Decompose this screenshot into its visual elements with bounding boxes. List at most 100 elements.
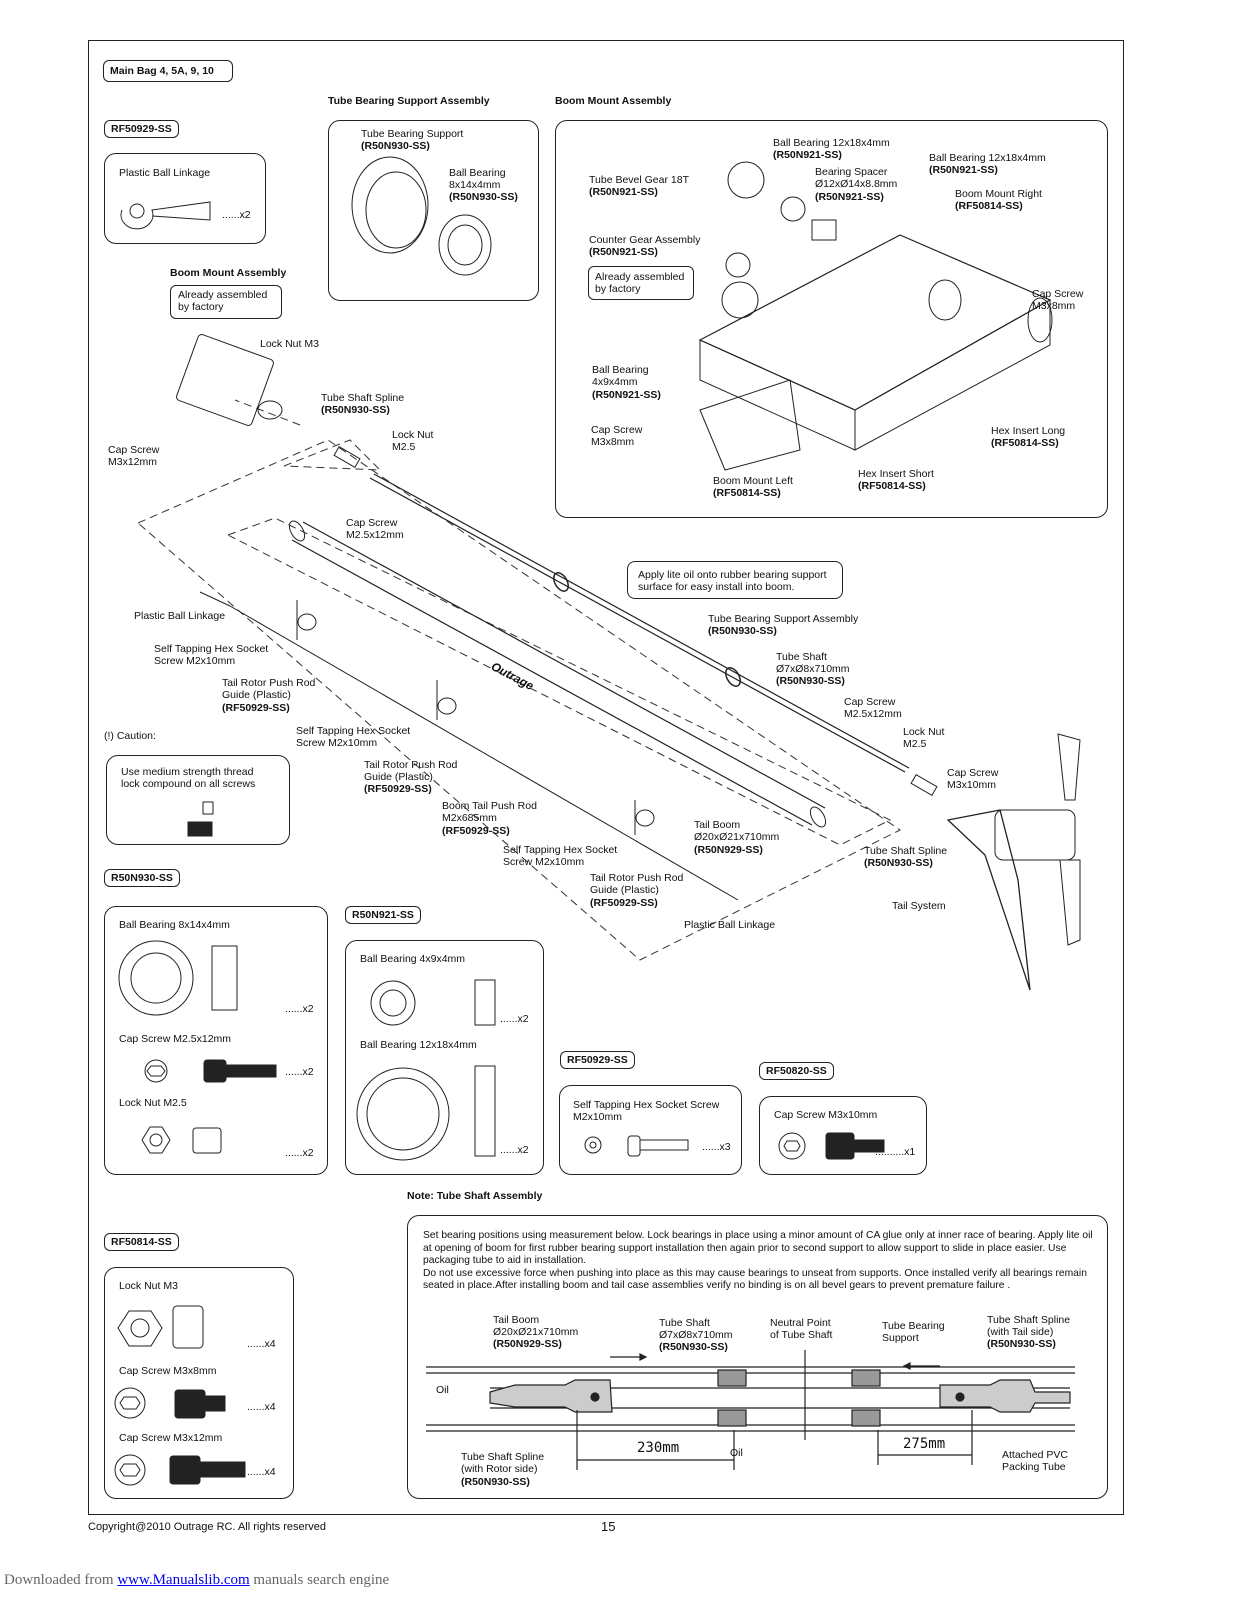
- part-code-rf50820: RF50820-SS: [759, 1062, 834, 1080]
- tube-shaft-spline-code: (R50N930-SS): [321, 404, 390, 416]
- tube-bearing-section-title: Tube Bearing Support Assembly: [328, 95, 490, 107]
- tail-boom-label: Tail Boom Ø20xØ21x710mm: [694, 819, 780, 843]
- bb-12x18-code-2: (R50N921-SS): [929, 164, 998, 176]
- rf50814-nut-qty: ......x4: [247, 1338, 276, 1350]
- note-pvc: Attached PVC Packing Tube: [1002, 1449, 1068, 1473]
- boom-mount-left-code: (RF50814-SS): [713, 487, 781, 499]
- note-tube-bearing-support: Tube Bearing Support: [882, 1320, 945, 1344]
- push-rod-guide-3-code: (RF50929-SS): [590, 897, 658, 909]
- bb-12x18-label-2: Ball Bearing 12x18x4mm: [929, 152, 1046, 164]
- note-oil-1: Oil: [436, 1384, 449, 1396]
- download-prefix: Downloaded from: [4, 1572, 118, 1588]
- push-rod-guide-3: Tail Rotor Push Rod Guide (Plastic): [590, 872, 684, 896]
- boom-tail-push-rod-code: (RF50929-SS): [442, 825, 510, 837]
- note-tail-boom-code: (R50N929-SS): [493, 1338, 562, 1350]
- tube-shaft-spline-label: Tube Shaft Spline: [321, 392, 405, 404]
- plastic-ball-linkage-1: Plastic Ball Linkage: [134, 610, 226, 622]
- boom-mount-right-label: Boom Mount Right: [955, 188, 1042, 200]
- note-spline-tail-code: (R50N930-SS): [987, 1338, 1056, 1350]
- r50n921-bb2-qty: ......x2: [500, 1144, 529, 1156]
- part-code-rf50929: RF50929-SS: [104, 120, 179, 138]
- note-title: Note: Tube Shaft Assembly: [407, 1190, 543, 1202]
- page-frame: [88, 40, 1124, 1515]
- tube-shaft-label: Tube Shaft Ø7xØ8x710mm: [776, 651, 850, 675]
- lock-nut-m3-label: Lock Nut M3: [260, 338, 319, 350]
- note-text: Set bearing positions using measurement …: [423, 1230, 1093, 1292]
- cap-screw-m3x8-left: Cap Screw M3x8mm: [591, 424, 643, 448]
- r50n921-parts-box: [345, 940, 544, 1175]
- push-rod-guide-2: Tail Rotor Push Rod Guide (Plastic): [364, 759, 458, 783]
- plastic-ball-linkage-label: Plastic Ball Linkage: [119, 167, 211, 179]
- lock-nut-m25-label: Lock Nut M2.5: [392, 429, 434, 453]
- tube-bearing-support-assembly-code: (R50N930-SS): [708, 625, 777, 637]
- already-assembled-box-left: [170, 285, 282, 319]
- plastic-ball-linkage-qty: ......x2: [222, 209, 251, 221]
- note-spline-tail: Tube Shaft Spline (with Tail side): [987, 1314, 1071, 1338]
- tube-bevel-gear-code: (R50N921-SS): [589, 186, 658, 198]
- copyright: Copyright@2010 Outrage RC. All rights re…: [88, 1521, 326, 1533]
- tube-bearing-support-box: [328, 120, 539, 301]
- tail-boom-code: (R50N929-SS): [694, 844, 763, 856]
- hex-insert-short-code: (RF50814-SS): [858, 480, 926, 492]
- rf50814-nut-label: Lock Nut M3: [119, 1280, 178, 1292]
- note-tube-shaft-code: (R50N930-SS): [659, 1341, 728, 1353]
- r50n930-bb-qty: ......x2: [285, 1003, 314, 1015]
- part-code-r50n930: R50N930-SS: [104, 869, 180, 887]
- tube-bearing-support-code: (R50N930-SS): [361, 140, 430, 152]
- rf50814-cap8-qty: ......x4: [247, 1401, 276, 1413]
- hex-insert-short-label: Hex Insert Short: [858, 468, 934, 480]
- tube-shaft-spline-right: Tube Shaft Spline: [864, 845, 948, 857]
- hex-insert-long-code: (RF50814-SS): [991, 437, 1059, 449]
- tube-shaft-code: (R50N930-SS): [776, 675, 845, 687]
- r50n921-bb1-qty: ......x2: [500, 1013, 529, 1025]
- boom-mount-section-title: Boom Mount Assembly: [555, 95, 672, 107]
- cap-screw-m3x12-label: Cap Screw M3x12mm: [108, 444, 160, 468]
- note-tube-shaft: Tube Shaft Ø7xØ8x710mm: [659, 1317, 733, 1341]
- tube-shaft-spline-right-code: (R50N930-SS): [864, 857, 933, 869]
- push-rod-guide-2-code: (RF50929-SS): [364, 783, 432, 795]
- rf50929-b-box: [559, 1085, 742, 1175]
- tube-bevel-gear-label: Tube Bevel Gear 18T: [589, 174, 689, 186]
- bb-12x18-code-1: (R50N921-SS): [773, 149, 842, 161]
- rf50814-box: [104, 1267, 294, 1499]
- manualslib-link[interactable]: www.Manualslib.com: [117, 1572, 250, 1588]
- oil-note-box: [627, 561, 843, 599]
- note-box: [407, 1215, 1108, 1499]
- bb-12x18-label-1: Ball Bearing 12x18x4mm: [773, 137, 890, 149]
- boom-mount-right-code: (RF50814-SS): [955, 200, 1023, 212]
- hex-insert-long-label: Hex Insert Long: [991, 425, 1066, 437]
- note-tail-boom: Tail Boom Ø20xØ21x710mm: [493, 1314, 579, 1338]
- download-suffix: manuals search engine: [249, 1572, 390, 1588]
- counter-gear-label: Counter Gear Assembly: [589, 234, 701, 246]
- plastic-ball-linkage-box: [104, 153, 266, 244]
- rf50814-cap12-qty: ......x4: [247, 1466, 276, 1478]
- cap-screw-m25-right: Cap Screw M2.5x12mm: [844, 696, 902, 720]
- download-banner: Downloaded from www.Manualslib.com manua…: [4, 1572, 389, 1589]
- cap-screw-m3x8-right: Cap Screw M3x8mm: [1032, 288, 1084, 312]
- self-tapping-screw-3: Self Tapping Hex Socket Screw M2x10mm: [503, 844, 618, 868]
- rf50820-label: Cap Screw M3x10mm: [774, 1109, 878, 1121]
- tail-system-label: Tail System: [892, 900, 946, 912]
- bag-label: Main Bag 4, 5A, 9, 10: [103, 60, 233, 82]
- part-code-r50n921: R50N921-SS: [345, 906, 421, 924]
- page-number: 15: [601, 1519, 616, 1534]
- note-neutral-point: Neutral Point of Tube Shaft: [770, 1317, 833, 1341]
- counter-gear-code: (R50N921-SS): [589, 246, 658, 258]
- boom-mount-assembly-box: [555, 120, 1108, 518]
- r50n930-cap-qty: ......x2: [285, 1066, 314, 1078]
- note-spline-rotor-code: (R50N930-SS): [461, 1476, 530, 1488]
- tube-bearing-support-label: Tube Bearing Support: [361, 128, 464, 140]
- self-tapping-screw-2: Self Tapping Hex Socket Screw M2x10mm: [296, 725, 411, 749]
- r50n921-bb1-label: Ball Bearing 4x9x4mm: [360, 953, 466, 965]
- boom-mount-left-label: Boom Mount Left: [713, 475, 793, 487]
- r50n921-bb2-label: Ball Bearing 12x18x4mm: [360, 1039, 477, 1051]
- bearing-spacer-label: Bearing Spacer Ø12xØ14x8.8mm: [815, 166, 898, 190]
- note-oil-2: Oil: [730, 1447, 743, 1459]
- caution-label: (!) Caution:: [104, 730, 156, 742]
- ball-bearing-8x14-label: Ball Bearing 8x14x4mm: [449, 167, 506, 191]
- rf50929-b-qty: ......x3: [702, 1141, 731, 1153]
- cap-screw-m25-label: Cap Screw M2.5x12mm: [346, 517, 404, 541]
- push-rod-guide-1-code: (RF50929-SS): [222, 702, 290, 714]
- rf50929-b-label: Self Tapping Hex Socket Screw M2x10mm: [573, 1099, 720, 1123]
